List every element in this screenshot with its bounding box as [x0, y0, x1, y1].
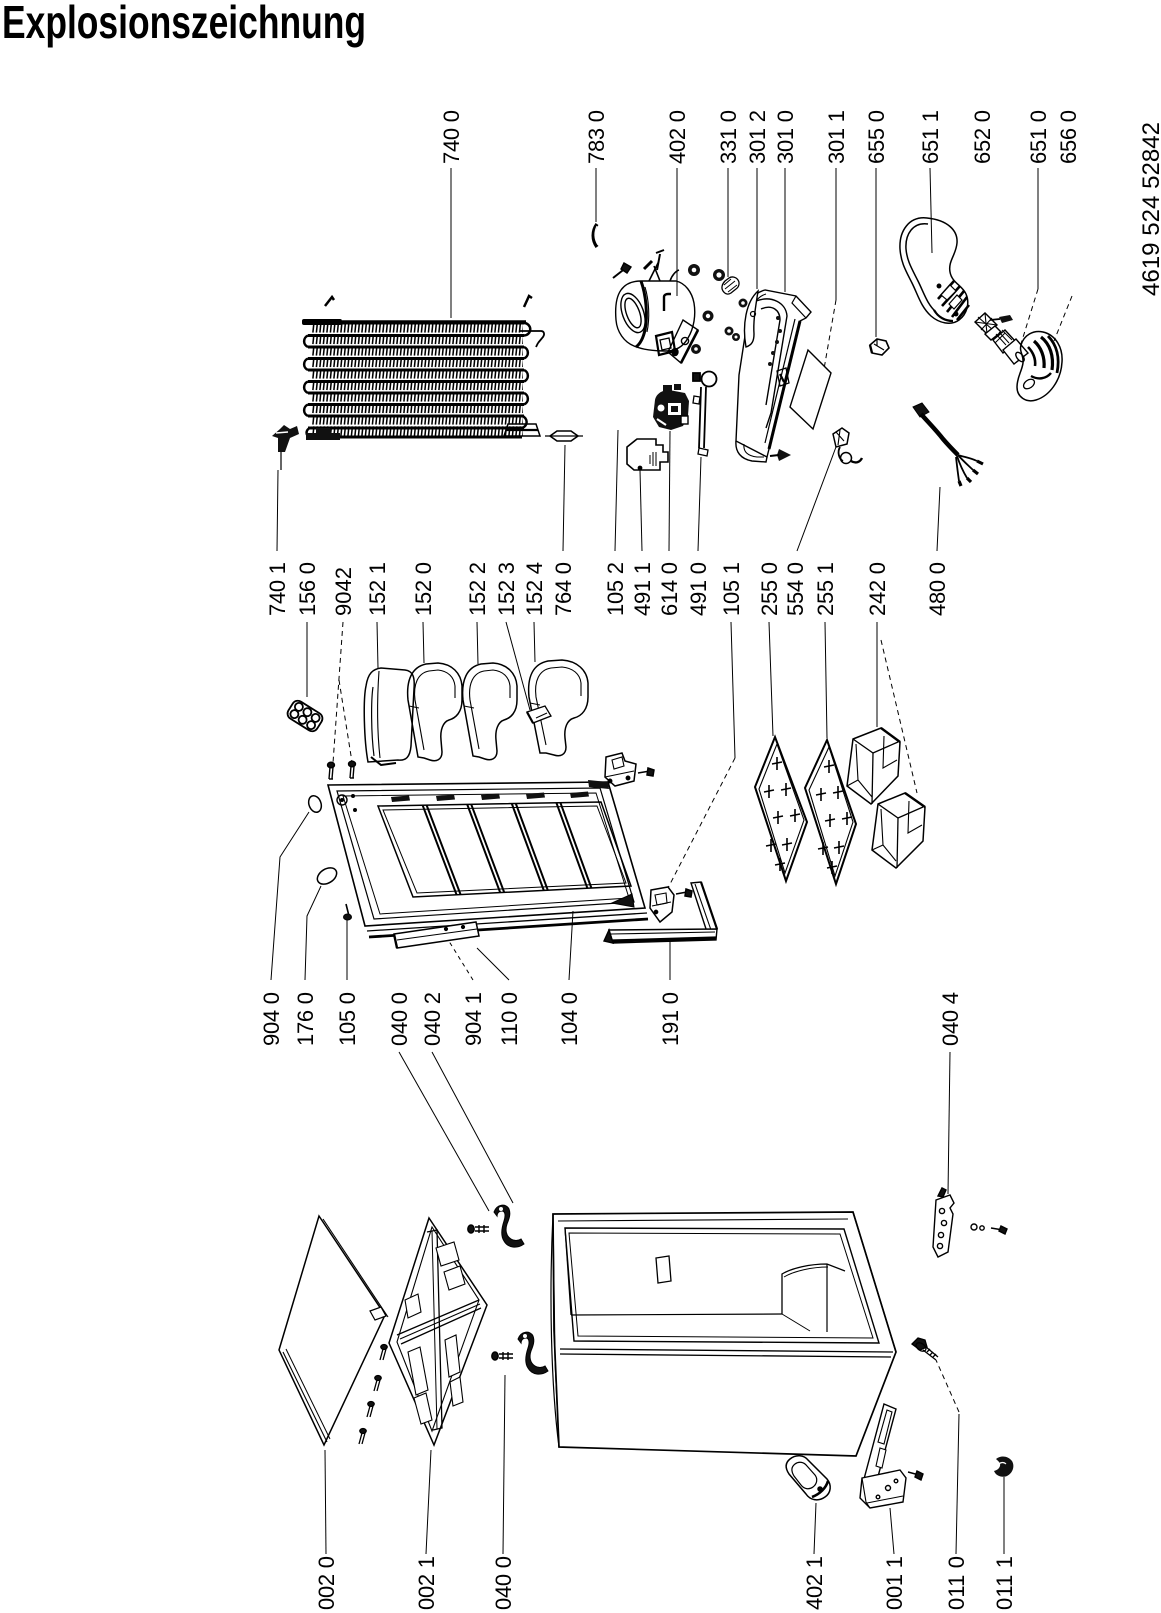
svg-text:331 0: 331 0 [716, 110, 741, 164]
svg-text:002 1: 002 1 [414, 1556, 439, 1610]
svg-text:242 0: 242 0 [865, 562, 890, 616]
svg-text:002 0: 002 0 [314, 1556, 339, 1610]
svg-text:156 0: 156 0 [295, 562, 320, 616]
svg-text:301 2: 301 2 [745, 110, 770, 164]
svg-text:904 0: 904 0 [259, 992, 284, 1046]
svg-text:011 1: 011 1 [992, 1556, 1017, 1610]
svg-text:651 0: 651 0 [1026, 110, 1051, 164]
svg-text:301 0: 301 0 [773, 110, 798, 164]
svg-text:4619 524 52842: 4619 524 52842 [1138, 122, 1161, 296]
svg-text:651 1: 651 1 [918, 110, 943, 164]
svg-text:554 0: 554 0 [783, 562, 808, 616]
svg-text:255 0: 255 0 [757, 562, 782, 616]
svg-text:105 0: 105 0 [335, 992, 360, 1046]
svg-text:Explosionszeichnung: Explosionszeichnung [2, 0, 366, 48]
svg-text:152 4: 152 4 [522, 562, 547, 616]
svg-text:491 0: 491 0 [686, 562, 711, 616]
svg-text:152 1: 152 1 [365, 562, 390, 616]
svg-text:105 2: 105 2 [603, 562, 628, 616]
svg-text:152 3: 152 3 [494, 562, 519, 616]
svg-text:001 1: 001 1 [882, 1556, 907, 1610]
svg-text:255 1: 255 1 [813, 562, 838, 616]
svg-text:655 0: 655 0 [864, 110, 889, 164]
svg-text:110 0: 110 0 [497, 992, 522, 1046]
svg-text:301 1: 301 1 [824, 110, 849, 164]
svg-text:191 0: 191 0 [658, 992, 683, 1046]
svg-text:402 0: 402 0 [665, 110, 690, 164]
svg-text:152 2: 152 2 [465, 562, 490, 616]
svg-text:480 0: 480 0 [925, 562, 950, 616]
svg-text:491 1: 491 1 [630, 562, 655, 616]
svg-text:614 0: 614 0 [657, 562, 682, 616]
svg-text:9042: 9042 [331, 567, 356, 616]
svg-text:783 0: 783 0 [584, 110, 609, 164]
svg-text:040 0: 040 0 [387, 992, 412, 1046]
svg-text:040 4: 040 4 [938, 992, 963, 1046]
svg-text:656 0: 656 0 [1056, 110, 1081, 164]
svg-text:652 0: 652 0 [970, 110, 995, 164]
svg-text:040 0: 040 0 [491, 1556, 516, 1610]
svg-text:764 0: 764 0 [551, 562, 576, 616]
svg-text:402 1: 402 1 [802, 1556, 827, 1610]
svg-text:176 0: 176 0 [293, 992, 318, 1046]
svg-text:104 0: 104 0 [557, 992, 582, 1046]
svg-text:011 0: 011 0 [944, 1556, 969, 1610]
svg-text:152 0: 152 0 [411, 562, 436, 616]
svg-text:904 1: 904 1 [461, 992, 486, 1046]
svg-text:040 2: 040 2 [420, 992, 445, 1046]
svg-text:105 1: 105 1 [719, 562, 744, 616]
svg-text:740 1: 740 1 [265, 562, 290, 616]
svg-text:740 0: 740 0 [439, 110, 464, 164]
